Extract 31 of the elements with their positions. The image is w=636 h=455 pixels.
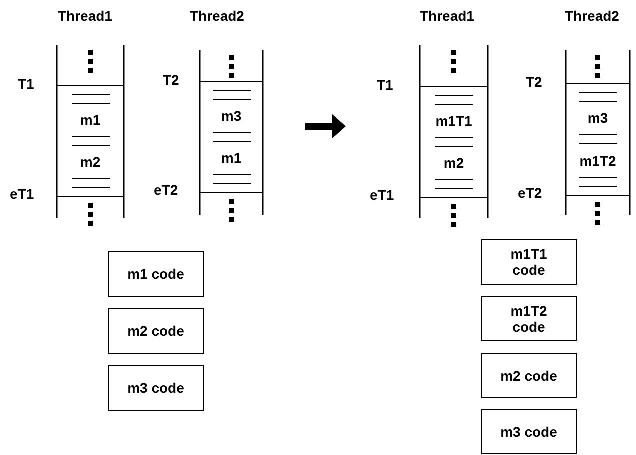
thread-title: Thread1 [420, 8, 474, 24]
thread-title: Thread2 [565, 8, 620, 24]
method-label: m2 [444, 155, 464, 171]
code-box: m3 code [108, 365, 204, 411]
marker-label: eT1 [370, 187, 394, 203]
thread-title: Thread1 [58, 8, 112, 24]
stack-frame [566, 83, 630, 196]
code-box: m2 code [481, 353, 577, 398]
marker-label: eT1 [10, 186, 34, 202]
method-label: m3 [221, 108, 242, 124]
marker-label: eT2 [518, 185, 542, 201]
code-box: m1T1 code [481, 239, 577, 285]
method-label: m1T2 [580, 152, 616, 169]
code-box: m1T2 code [481, 296, 577, 341]
method-label: m3 [588, 110, 608, 126]
method-label: m2 [80, 154, 101, 170]
marker-label: T1 [377, 77, 394, 93]
stack-frame [57, 85, 124, 197]
stack-frame [200, 81, 263, 193]
marker-label: eT2 [154, 182, 178, 198]
code-box: m2 code [108, 308, 204, 354]
code-box: m1 code [108, 251, 204, 297]
thread-title: Thread2 [190, 8, 244, 24]
marker-label: T2 [163, 72, 180, 88]
method-label: m1T1 [436, 113, 472, 129]
marker-label: T2 [526, 74, 542, 90]
marker-label: T1 [18, 76, 34, 92]
code-box: m3 code [481, 409, 577, 454]
method-label: m1 [221, 150, 242, 166]
method-label: m1 [80, 112, 101, 128]
stack-frame [420, 86, 488, 198]
